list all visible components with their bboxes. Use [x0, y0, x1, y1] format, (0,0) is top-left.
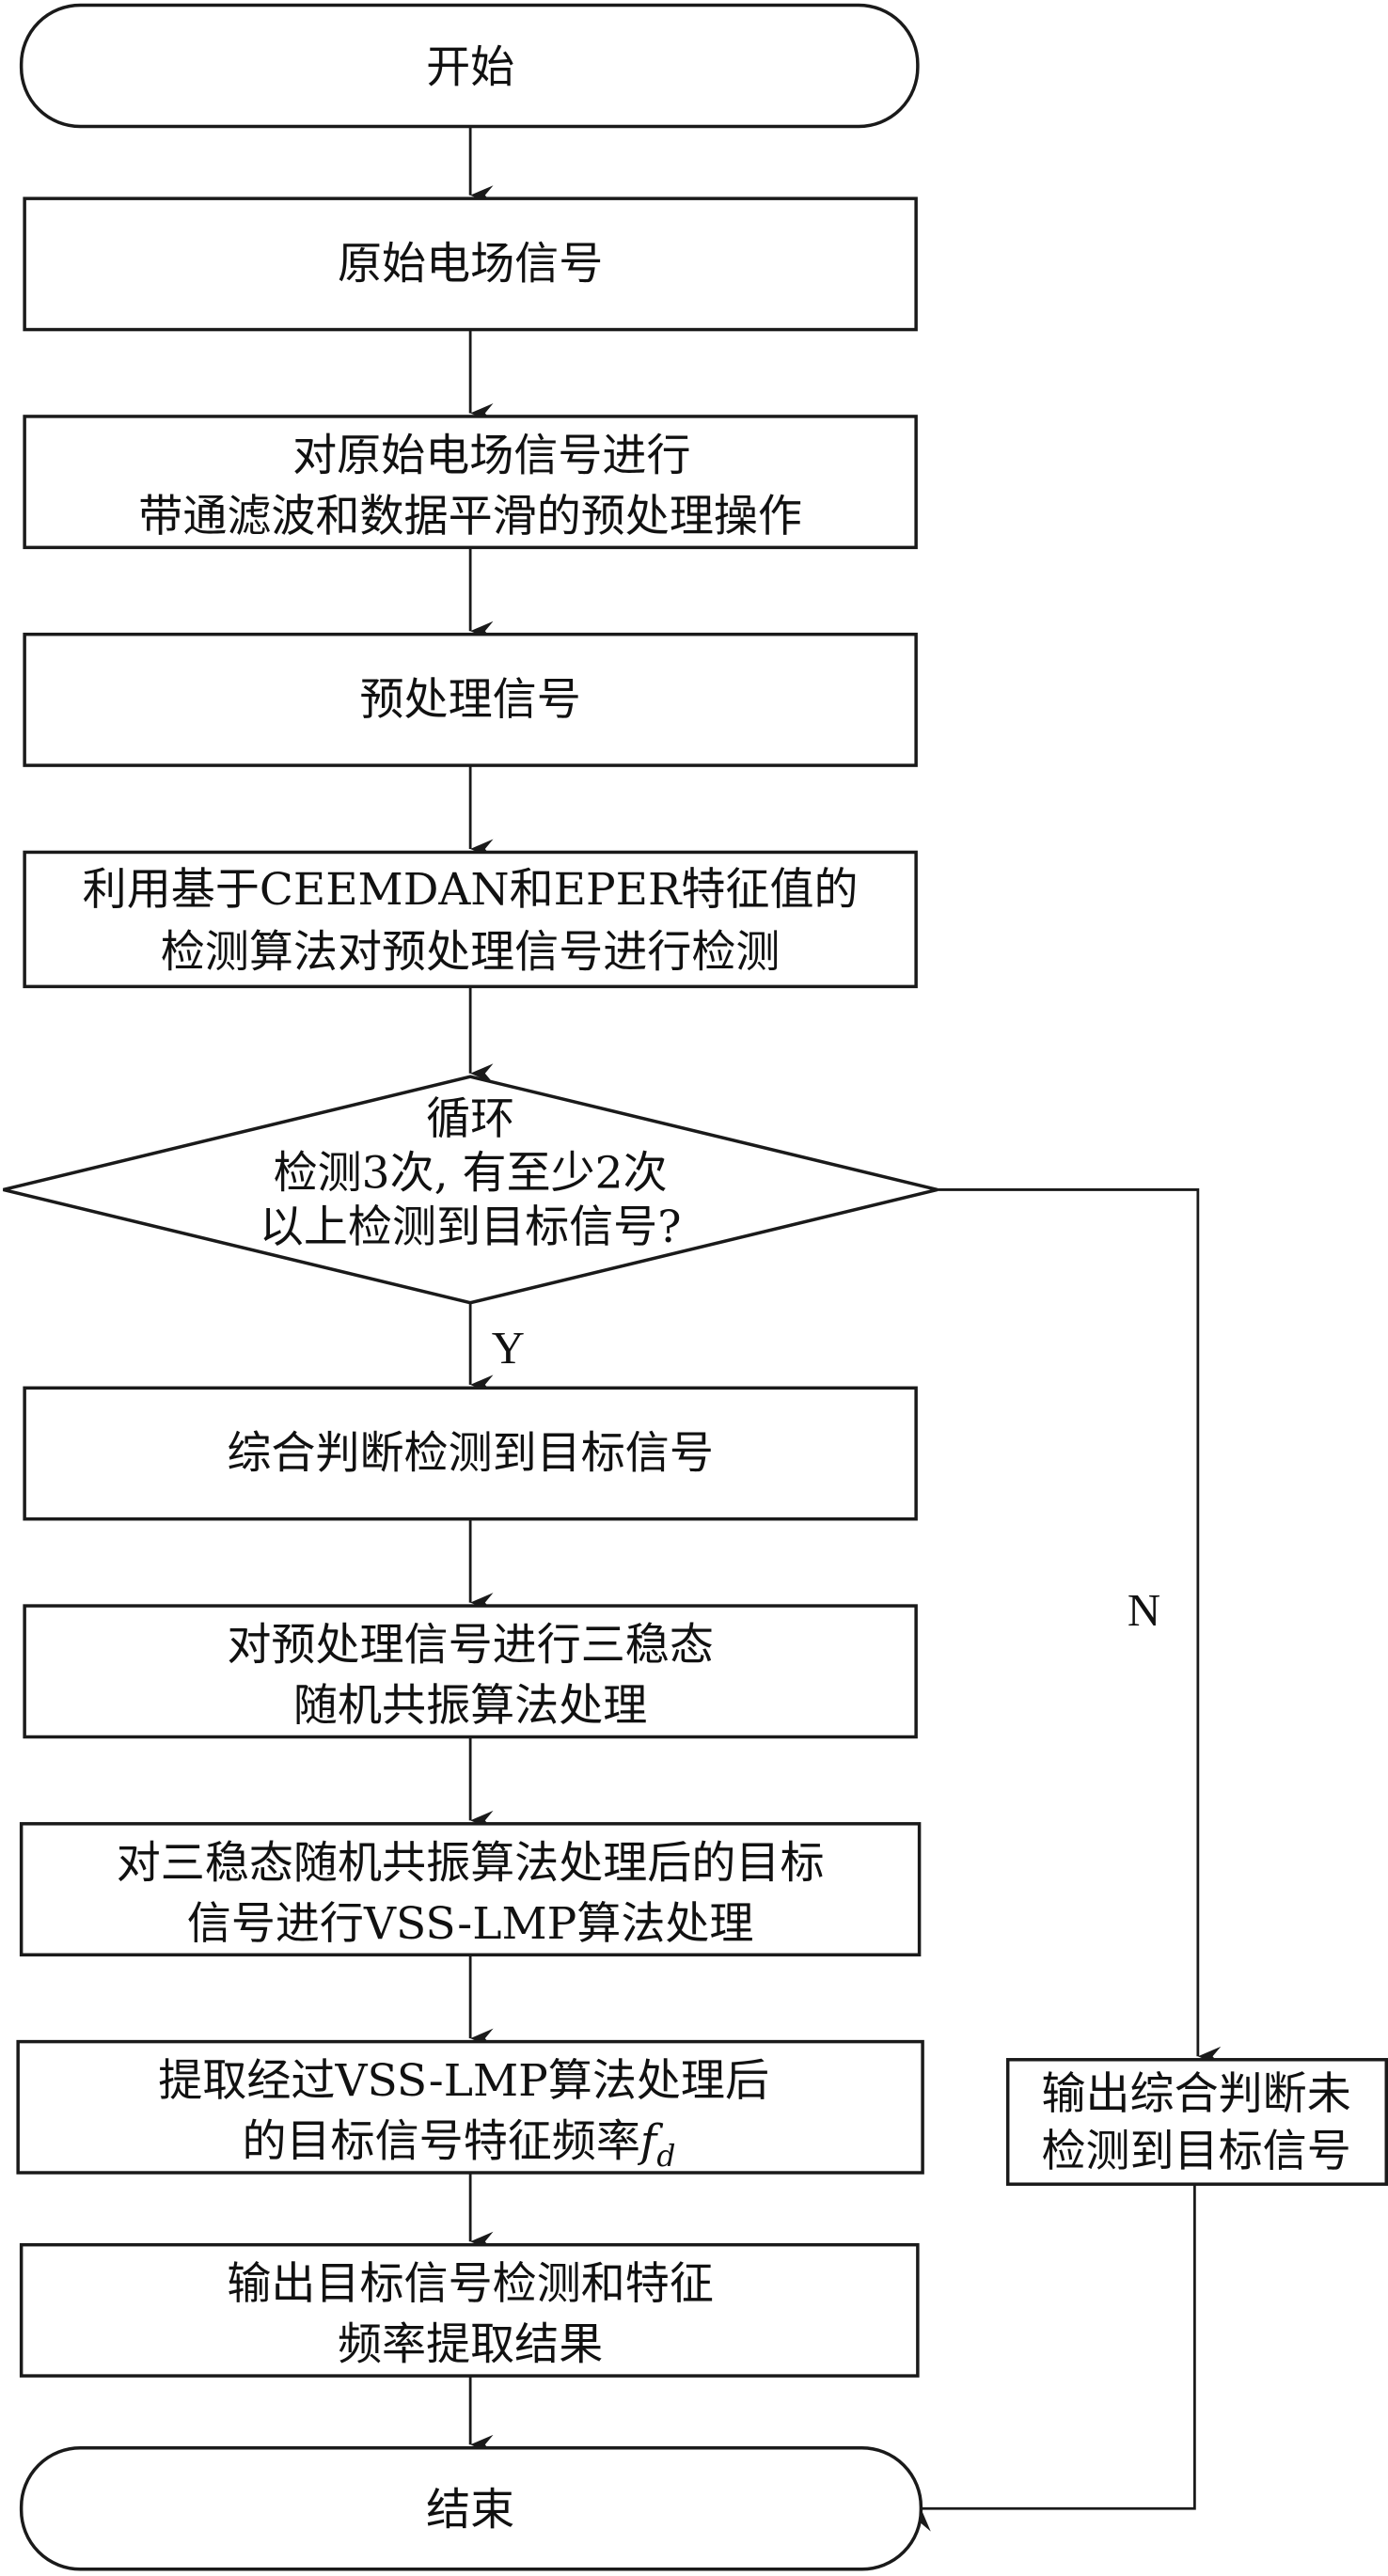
- step-label-line2: 的目标信号特征频率: [242, 2116, 639, 2168]
- decision-label-line2: 检测3次, 有至少2次: [274, 1148, 668, 1200]
- decision-label-line1: 循环: [426, 1093, 514, 1145]
- step-judgment-detected: 综合判断检测到目标信号: [23, 1386, 918, 1521]
- step-raw-signal: 原始电场信号: [23, 196, 918, 332]
- step-label-line1: 提取经过VSS-LMP算法处理后: [158, 2055, 769, 2107]
- step-label: 综合判断检测到目标信号: [227, 1428, 714, 1480]
- step-preprocessed-signal: 预处理信号: [23, 632, 918, 767]
- svg-text:的目标信号特征频率fd: 的目标信号特征频率fd: [242, 2116, 675, 2174]
- step-ceemdan-detection: 利用基于CEEMDAN和EPER特征值的 检测算法对预处理信号进行检测: [23, 850, 918, 989]
- step-vss-lmp: 对三稳态随机共振算法处理后的目标 信号进行VSS-LMP算法处理: [19, 1822, 922, 1956]
- step-preprocessing: 对原始电场信号进行 带通滤波和数据平滑的预处理操作: [23, 415, 918, 550]
- no-label: N: [1128, 1585, 1160, 1636]
- step-label-line1: 利用基于CEEMDAN和EPER特征值的: [83, 864, 859, 916]
- step-label: 预处理信号: [360, 674, 581, 726]
- arrow-to-end: [910, 2184, 1196, 2532]
- step-label-line1: 对三稳态随机共振算法处理后的目标: [117, 1837, 825, 1889]
- step-output-results: 输出目标信号检测和特征 频率提取结果: [19, 2242, 920, 2378]
- yes-label: Y: [492, 1323, 525, 1374]
- start-terminal: 开始: [19, 3, 920, 129]
- no-branch-label-line2: 检测到目标信号: [1041, 2126, 1350, 2177]
- step-label-line1: 对预处理信号进行三稳态: [227, 1620, 714, 1672]
- decision-diamond: 循环 检测3次, 有至少2次 以上检测到目标信号?: [3, 1075, 938, 1305]
- step-extract-frequency: 提取经过VSS-LMP算法处理后 的目标信号特征频率fd: [16, 2039, 924, 2175]
- step-label-line2: 频率提取结果: [338, 2319, 603, 2371]
- step-label-line1: 输出目标信号检测和特征: [227, 2258, 714, 2310]
- step-label-line2: 带通滤波和数据平滑的预处理操作: [138, 491, 802, 542]
- decision-label-line3: 以上检测到目标信号?: [260, 1202, 682, 1253]
- frequency-subscript: d: [656, 2140, 675, 2174]
- start-label: 开始: [426, 41, 514, 93]
- step-label-line1: 对原始电场信号进行: [292, 430, 690, 481]
- step-tristable-sr: 对预处理信号进行三稳态 随机共振算法处理: [23, 1604, 918, 1739]
- step-label: 原始电场信号: [338, 239, 603, 291]
- arrow-no: [937, 1188, 1222, 2066]
- end-label: 结束: [426, 2485, 514, 2537]
- no-branch-label-line1: 输出综合判断未: [1041, 2068, 1350, 2120]
- step-label-line2: 检测算法对预处理信号进行检测: [161, 926, 781, 978]
- step-label-line2: 信号进行VSS-LMP算法处理: [187, 1898, 754, 1950]
- no-branch-output: 输出综合判断未 检测到目标信号: [1005, 2058, 1388, 2186]
- end-terminal: 结束: [19, 2446, 923, 2571]
- step-label-line2: 随机共振算法处理: [293, 1680, 647, 1732]
